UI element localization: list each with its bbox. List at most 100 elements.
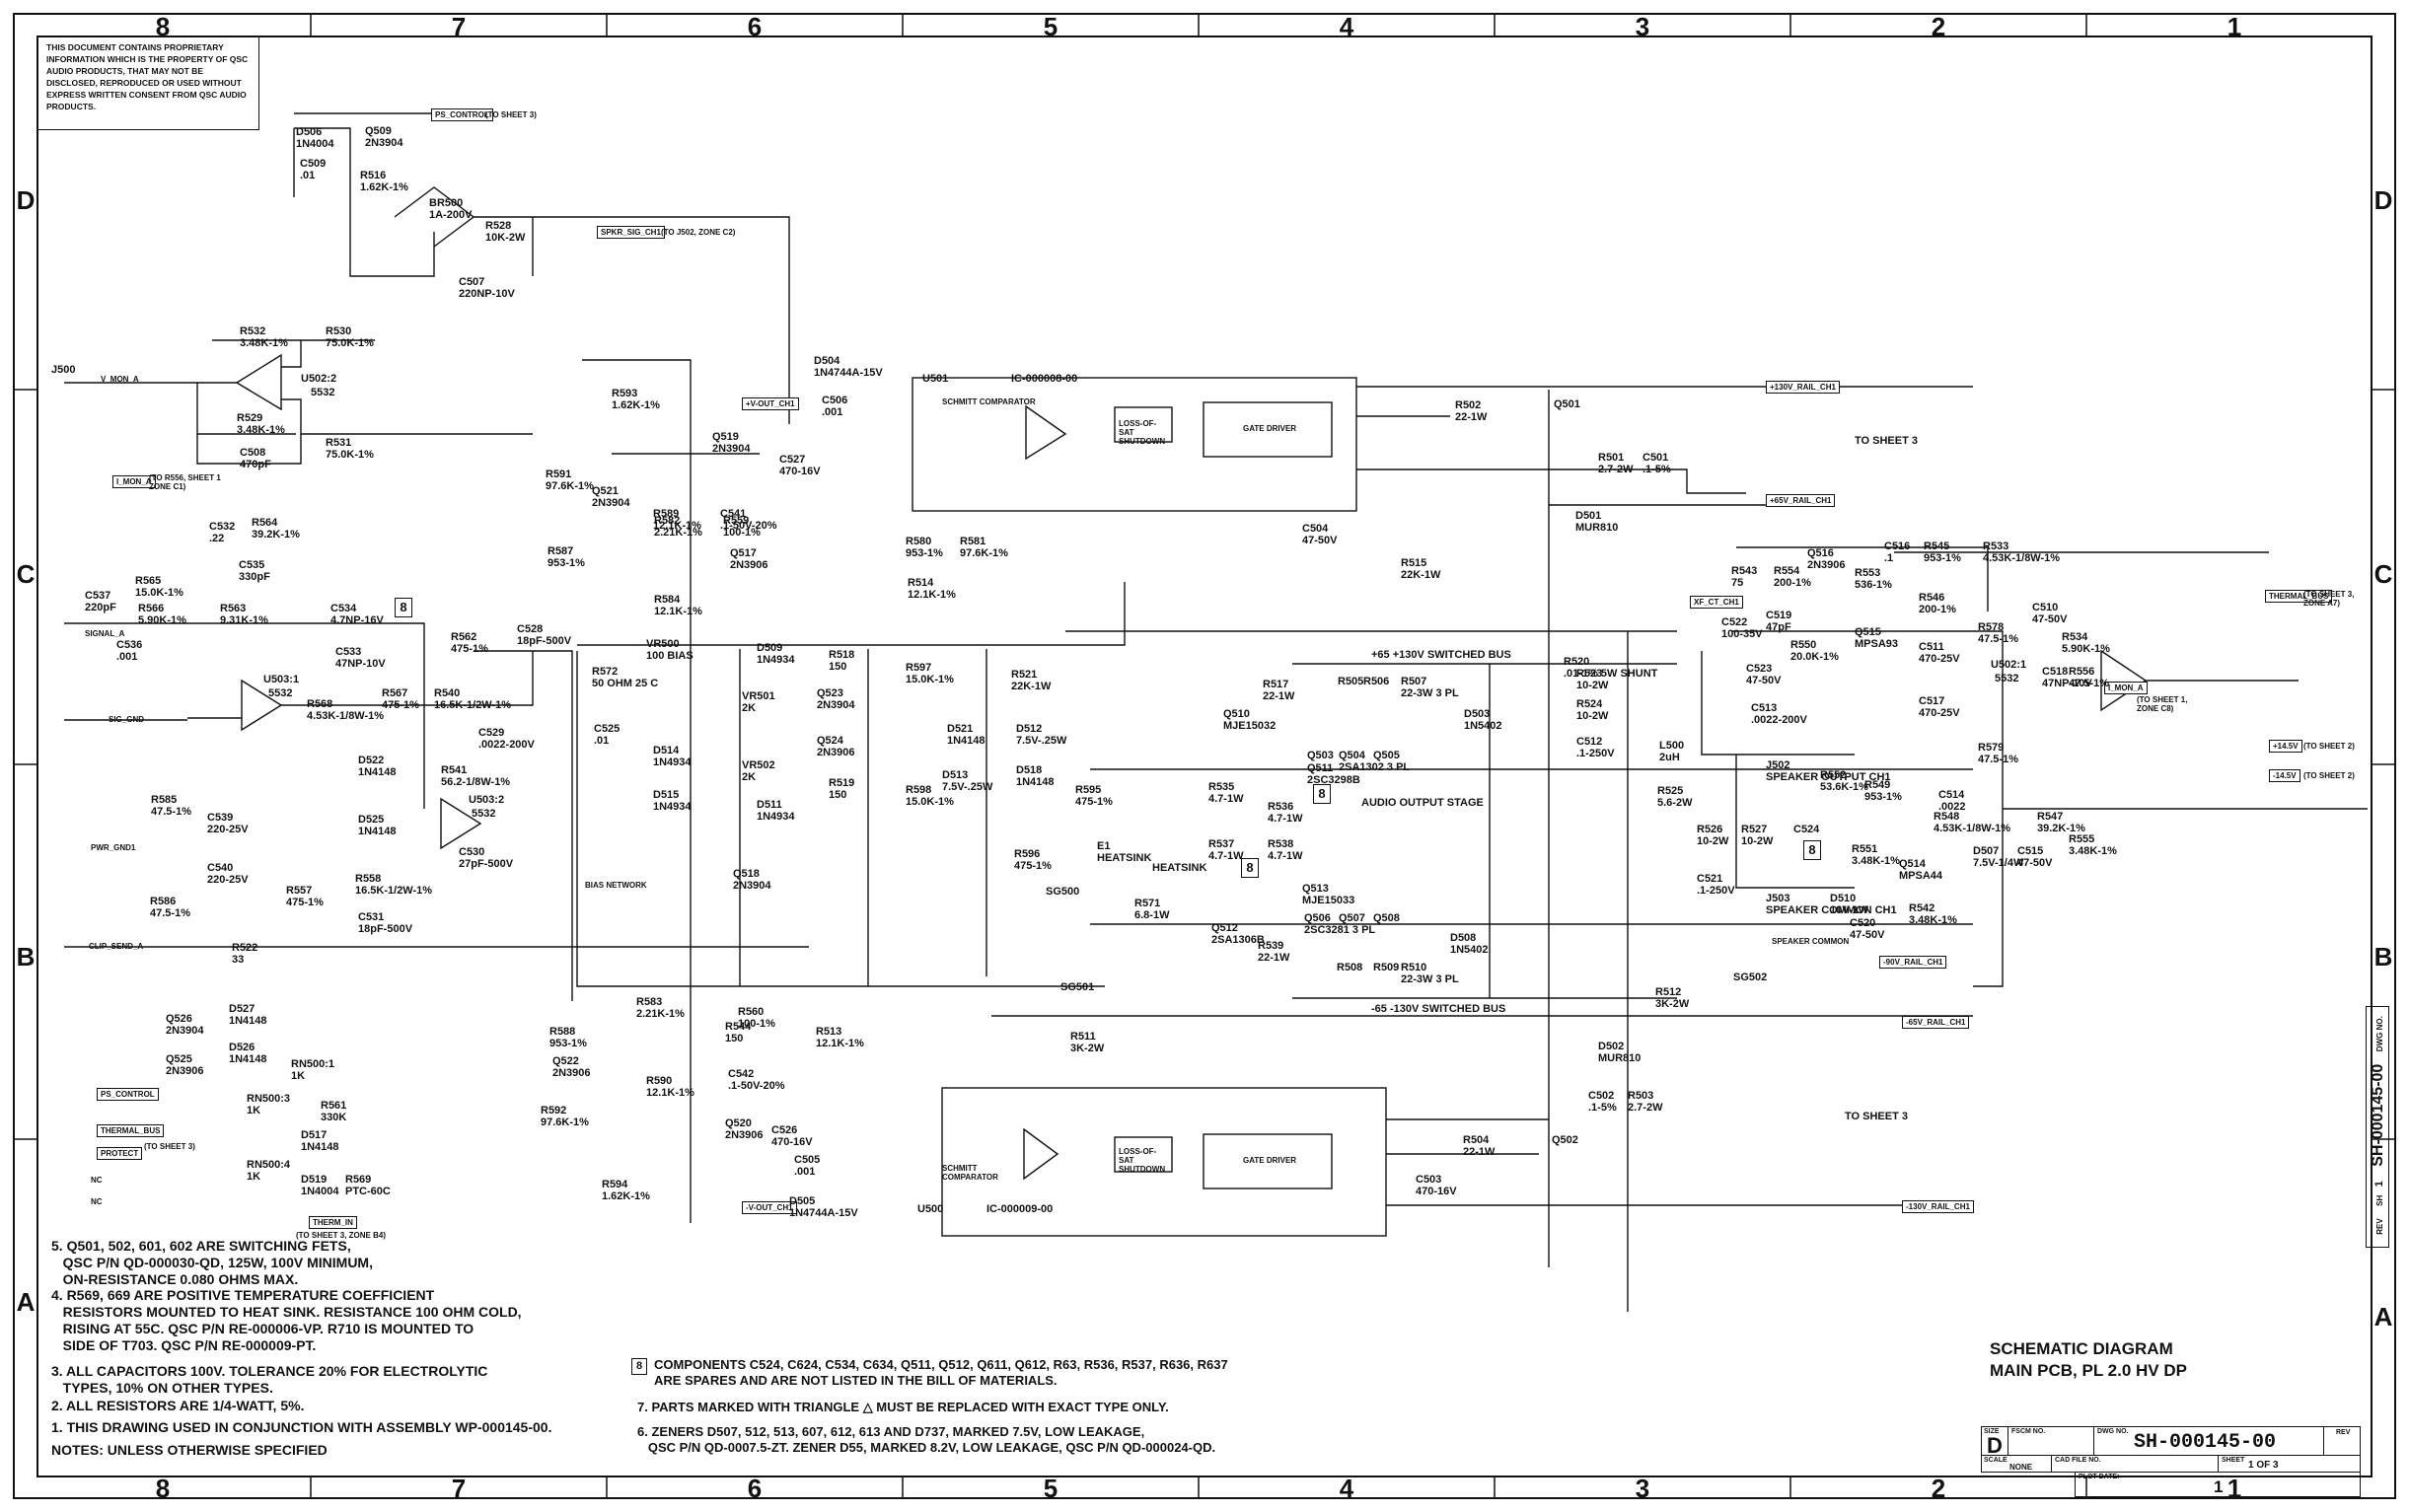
side-sh-value: 1: [2373, 1181, 2385, 1188]
component-ref-r514: R514: [908, 577, 934, 589]
component-ref-c515: C515: [2017, 845, 2044, 857]
component-ref-q504: Q504: [1339, 750, 1365, 761]
component-value: 2SC3281 3 PL: [1304, 924, 1376, 936]
net-flag-thermal-bus-left: THERMAL_BUS: [97, 1124, 165, 1137]
component-ref-r511: R511: [1070, 1031, 1096, 1043]
net-flag-note: (TO SHEET 3, ZONE B4): [296, 1231, 386, 1240]
component-ref-q509: Q509: [365, 125, 392, 137]
component-value: 7.5V-1/4W: [1973, 857, 2024, 869]
component-value: 4.53K-1/8W-1%: [307, 710, 385, 722]
zone-col-7: 7: [451, 12, 467, 41]
component-ref-r595: R595: [1075, 784, 1102, 796]
title-block-dwg-cell: DWG NO. SH-000145-00: [2093, 1426, 2324, 1456]
component-ref-c503: C503: [1416, 1174, 1442, 1186]
component-ref-r508: R508: [1337, 962, 1363, 973]
component-value: 2N3906: [730, 559, 768, 571]
net-flag-v-out-neg: -V-OUT_CH1: [742, 1201, 797, 1214]
component-ref-r501: R501: [1598, 452, 1625, 464]
to-sheet3-left: (TO SHEET 3): [144, 1142, 195, 1151]
component-ref-d525: D525: [358, 814, 385, 826]
net-flag-pos14v: +14.5V: [2269, 740, 2302, 753]
side-dwg-rotated: REV SH 1 SH-000145-00 DWG NO.: [2369, 1016, 2388, 1235]
component-ref-r526: R526: [1697, 824, 1723, 835]
component-value: 2N3904: [733, 880, 771, 892]
component-value: 1A-200V: [429, 209, 473, 221]
component-value: 1N4004: [296, 138, 334, 150]
component-ref-q514: Q514: [1899, 858, 1926, 870]
net-flag-note: (TO SHEET 2): [2303, 742, 2355, 751]
component-value: 475-1%: [1014, 860, 1052, 872]
dwg-label: DWG NO.: [2097, 1428, 2129, 1435]
component-value: MPSA93: [1855, 638, 1899, 650]
component-value: 4.53K-1/8W-1%: [1934, 823, 2011, 834]
component-ref-r592: R592: [541, 1105, 567, 1116]
net-flag-note: (TO R556, SHEET 1 ZONE C1): [149, 473, 221, 491]
component-ref-c501: C501: [1642, 452, 1669, 464]
component-ref-r537: R537: [1208, 838, 1235, 850]
component-value: 4.7-1W: [1208, 793, 1244, 805]
component-ref-r541: R541: [441, 764, 468, 776]
component-ref-r596: R596: [1014, 848, 1041, 860]
component-value: 200-1%: [1774, 577, 1811, 589]
note-4: 4. R569, 669 ARE POSITIVE TEMPERATURE CO…: [51, 1287, 522, 1353]
component-ref-r534: R534: [2062, 631, 2088, 643]
component-value: 2K: [742, 771, 757, 783]
net-flag-note: (TO SHEET 3, ZONE A7): [2303, 590, 2355, 608]
u502-2-part: 5532: [311, 387, 335, 398]
component-value: .001: [794, 1166, 816, 1178]
plot-value: 1: [2214, 1477, 2224, 1496]
zone-row-a-right: A: [2373, 1302, 2393, 1332]
note-7: 7. PARTS MARKED WITH TRIANGLE △ MUST BE …: [637, 1400, 1169, 1414]
component-ref-rn500-3: RN500:3: [247, 1093, 291, 1105]
component-value: 22-3W 3 PL: [1401, 687, 1459, 699]
component-ref-vr500: VR500: [646, 638, 680, 650]
component-ref-c541: C541: [720, 508, 747, 520]
component-ref-c536: C536: [116, 639, 143, 651]
component-value: 1N4148: [229, 1015, 267, 1027]
component-ref-rn500-4: RN500:4: [247, 1159, 291, 1171]
net-flag-65v-rail: +65V_RAIL_CH1: [1766, 494, 1836, 507]
component-ref-r512: R512: [1655, 986, 1682, 998]
component-ref-rn500-1: RN500:1: [291, 1058, 335, 1070]
bias-network-label: BIAS NETWORK: [585, 881, 647, 890]
drawing-title-line2: MAIN PCB, PL 2.0 HV DP: [1990, 1361, 2187, 1380]
component-value: MJE15032: [1223, 720, 1277, 732]
component-ref-r516: R516: [360, 170, 387, 181]
component-value: 2N3904: [365, 137, 403, 149]
component-ref-c506: C506: [822, 395, 848, 406]
component-value: 2K: [742, 702, 757, 714]
net-flag-i-mon-a-right: I_MON_A: [2104, 682, 2148, 694]
u502-2-ref: U502:2: [301, 373, 337, 385]
component-value: 1N4148: [358, 766, 397, 778]
component-value: 12.1K-1%: [654, 606, 702, 617]
component-value: .22: [209, 533, 225, 544]
component-value: 2SC3298B: [1307, 774, 1360, 786]
component-ref-r515: R515: [1401, 557, 1427, 569]
component-ref-r558: R558: [355, 873, 382, 885]
component-value: 39.2K-1%: [2037, 823, 2085, 834]
component-value: 220pF: [85, 602, 116, 613]
component-value: 475-1%: [382, 699, 419, 711]
component-ref-r504: R504: [1463, 1134, 1490, 1146]
title-block-scale-cell: SCALE NONE: [1981, 1455, 2052, 1473]
component-value: 4.7NP-16V: [330, 614, 384, 626]
component-value: 1N4934: [653, 801, 692, 813]
component-value: 3.48K-1%: [2069, 845, 2117, 857]
component-value: 330K: [321, 1112, 347, 1123]
component-ref-q505: Q505: [1373, 750, 1400, 761]
component-value: 2N3906: [552, 1067, 591, 1079]
side-dwg-no-label: DWG NO.: [2375, 1016, 2384, 1052]
component-value: 3.48K-1%: [240, 337, 288, 349]
component-ref-c530: C530: [459, 846, 485, 858]
component-ref-r529: R529: [237, 412, 263, 424]
component-value: 22-3W 3 PL: [1401, 973, 1459, 985]
component-ref-c522: C522: [1721, 616, 1748, 628]
component-value: 3K-2W: [1070, 1043, 1105, 1054]
component-value: 470-16V: [771, 1136, 813, 1148]
component-ref-r566: R566: [138, 603, 165, 614]
component-value: 200-1%: [1919, 604, 1956, 615]
component-ref-sg501: SG501: [1060, 981, 1095, 993]
component-ref-q524: Q524: [817, 735, 843, 747]
component-ref-l500: L500: [1659, 740, 1685, 752]
component-value: 1N4934: [757, 811, 795, 823]
